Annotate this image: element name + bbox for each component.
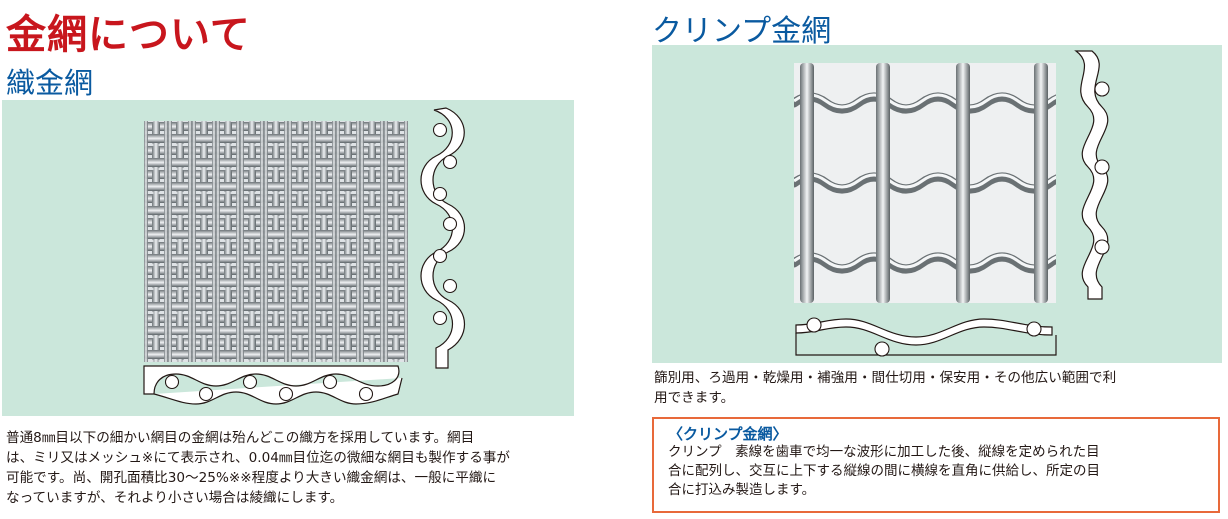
description-line: 篩別用、ろ過用・乾燥用・補強用・間仕切用・保安用・その他広い範囲で利 [654,370,1117,386]
crimp-mesh-side-section-diagram [1074,50,1110,300]
description-line: 可能です。尚、開孔面積比30～25%※※程度より大きい織金網は、一般に平織に [6,470,497,486]
section-title-crimp-mesh: クリンプ金網 [652,14,832,49]
woven-mesh-photo [144,121,408,362]
crimp-mesh-panel [652,45,1222,363]
description-line: 用できます。 [654,390,735,406]
crimp-mesh-photo [794,63,1056,303]
woven-mesh-bottom-section-diagram [143,365,403,405]
section-title-woven-mesh: 織金網 [6,66,94,100]
crimp-mesh-note-box: 〈クリンプ金網〉 クリンプ 素線を歯車で均一な波形に加工した後、縦線を定められた… [652,417,1220,513]
woven-mesh-panel [2,100,574,416]
crimp-mesh-bottom-section-diagram [795,317,1057,357]
description-line: なっていますが、それより小さい場合は綾織にします。 [6,490,344,506]
crimp-mesh-image [794,63,1056,303]
crimp-mesh-usage-description: 篩別用、ろ過用・乾燥用・補強用・間仕切用・保安用・その他広い範囲で利 用できます… [654,368,1224,408]
note-line: 合に打込み製造します。 [668,482,816,498]
note-title: 〈クリンプ金網〉 [668,425,788,443]
note-line: 合に配列し、交互に上下する縦線の間に横線を直角に供給し、所定の目 [668,463,1100,479]
page-title: 金網について [6,12,251,58]
woven-mesh-side-section-diagram [420,107,465,369]
note-line: クリンプ 素線を歯車で均一な波形に加工した後、縦線を定められた目 [668,444,1100,460]
woven-mesh-image [144,121,408,362]
woven-mesh-description: 普通8㎜目以下の細かい網目の金網は殆んどこの織方を採用しています。網目 は、ミリ… [6,428,576,508]
description-line: 普通8㎜目以下の細かい網目の金網は殆んどこの織方を採用しています。網目 [6,430,475,446]
note-text: クリンプ 素線を歯車で均一な波形に加工した後、縦線を定められた目 合に配列し、交… [668,443,1204,500]
description-line: は、ミリ又はメッシュ※にて表示され、0.04㎜目位迄の微細な網目も製作する事が [6,450,510,466]
